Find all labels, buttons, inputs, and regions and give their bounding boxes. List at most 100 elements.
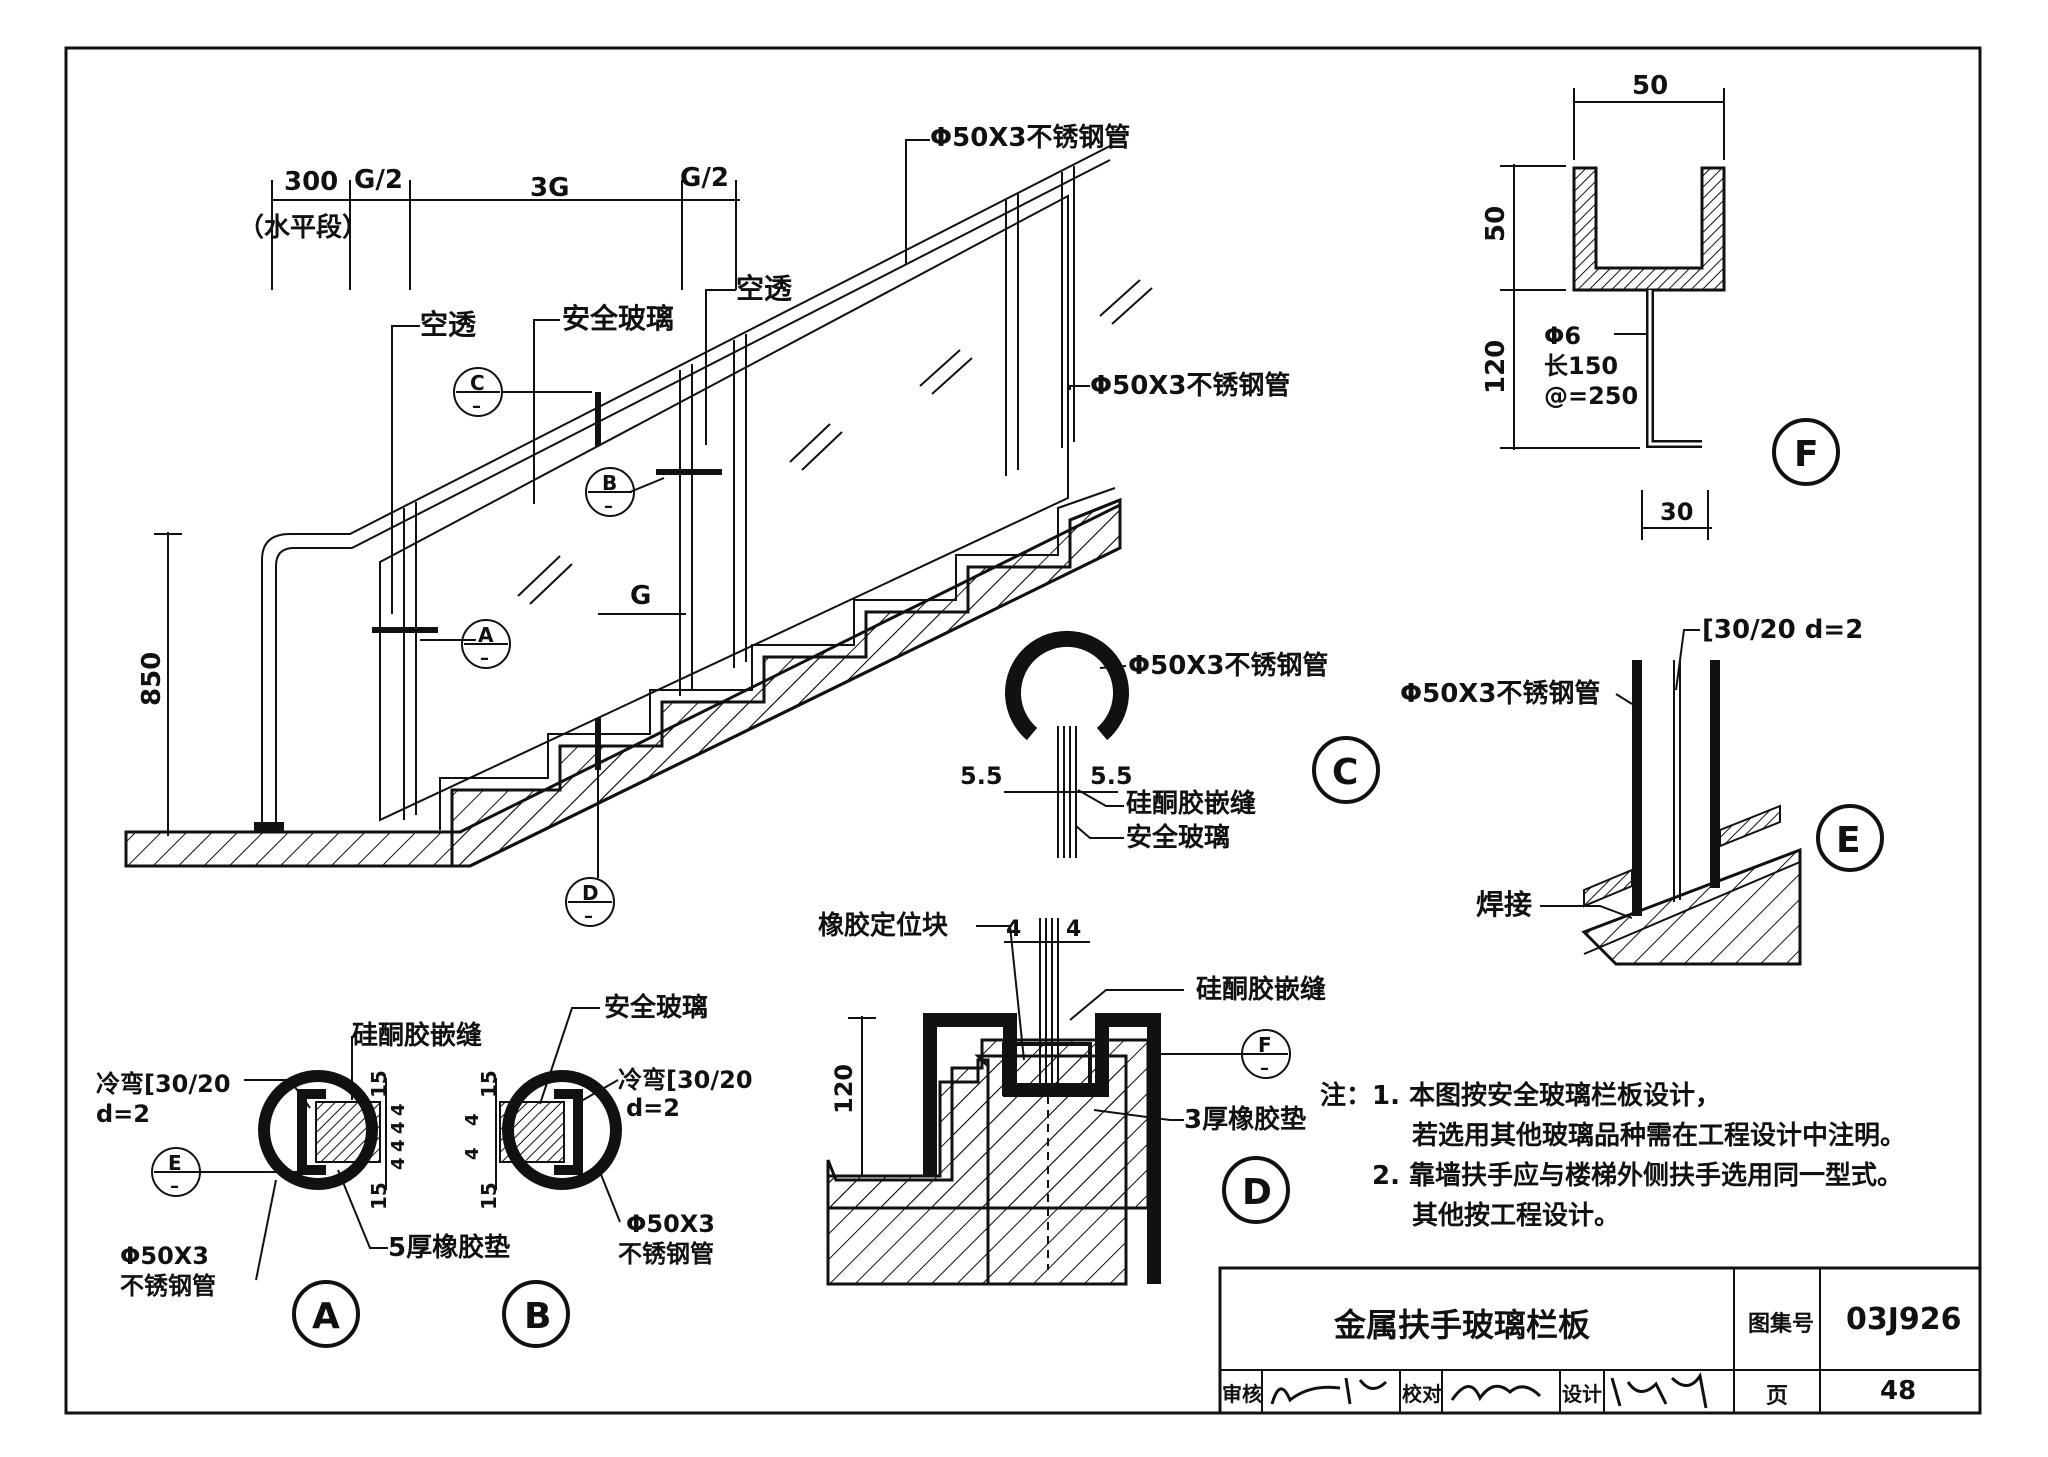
detail-a-leader-chan xyxy=(244,1079,311,1109)
detail-d-leader-block xyxy=(976,925,1025,1061)
detail-b-label-circle xyxy=(502,1280,570,1348)
glass-label: 安全玻璃 xyxy=(562,302,674,335)
glass-panel xyxy=(379,194,1069,822)
detail-b-dim-4a: 4 xyxy=(462,1113,483,1126)
detail-b-pipe-1: Φ50X3 xyxy=(626,1210,715,1238)
post-base xyxy=(254,822,284,832)
detail-e-weld-right xyxy=(1719,804,1781,848)
detail-a-channel-2: d=2 xyxy=(96,1100,150,1128)
detail-b-dim-4b: 4 xyxy=(462,1147,483,1160)
detail-a-tag-e xyxy=(151,1147,201,1197)
detail-c-leader-sil xyxy=(1077,789,1124,807)
detail-b-glass-label: 安全玻璃 xyxy=(604,992,708,1023)
notes-line-1: 1. 本图按安全玻璃栏板设计， xyxy=(1372,1081,1722,1111)
leader-open-left xyxy=(391,325,420,614)
detail-e-leader-weld xyxy=(1540,905,1633,919)
detail-f-anchor xyxy=(1646,290,1702,448)
detail-b-glass xyxy=(499,1101,565,1163)
detail-b-pipe-2: 不锈钢管 xyxy=(618,1240,714,1268)
detail-a-channel-1: 冷弯[30/20 xyxy=(96,1070,231,1098)
detail-c-leader-pipe xyxy=(1099,665,1127,669)
detail-f-anchor-2: 长150 xyxy=(1544,352,1618,380)
open-left-label: 空透 xyxy=(420,308,477,341)
detail-a-dim-4a: 4 xyxy=(388,1103,409,1116)
dim-g2-right-label: G/2 xyxy=(680,163,729,193)
detail-f-dim-50-side: 50 xyxy=(1481,206,1511,242)
detail-a-tag-e-letter: E xyxy=(168,1151,182,1175)
glass-mark-1 xyxy=(517,555,561,597)
detail-e-label-circle xyxy=(1816,804,1884,872)
detail-a-dim-4b: 4 xyxy=(388,1121,409,1134)
notes-line-2: 若选用其他玻璃品种需在工程设计中注明。 xyxy=(1412,1121,1907,1151)
dim-g2-left-label: G/2 xyxy=(354,165,403,195)
detail-d-tag-f-dash: – xyxy=(1260,1058,1269,1079)
main-stair-elevation xyxy=(124,139,1153,927)
detail-d-label-circle xyxy=(1222,1156,1290,1224)
top-handrail xyxy=(261,145,1111,826)
detail-c-leader-glass xyxy=(1075,825,1124,839)
tag-d-dash: – xyxy=(584,906,593,927)
top-handrail-inner xyxy=(275,159,1111,826)
detail-c-dim-left: 5.5 xyxy=(960,762,1003,790)
dim-g-label: G xyxy=(630,581,651,611)
signatures xyxy=(1270,1372,1708,1409)
detail-d-drawing xyxy=(826,918,1291,1286)
detail-d-leader-sil xyxy=(1069,989,1184,1021)
detail-e-stair-edge xyxy=(1583,861,1801,955)
signature-check xyxy=(1450,1384,1542,1402)
leader-pipe-post xyxy=(1069,385,1090,390)
detail-f-label-circle xyxy=(1772,418,1840,486)
detail-b-leader-pipe xyxy=(599,1171,621,1223)
detail-a-dim-15-top: 15 xyxy=(367,1070,391,1098)
notes-prefix: 注： xyxy=(1320,1081,1373,1111)
glass-mark-8 xyxy=(1111,287,1153,325)
detail-b-channel xyxy=(554,1089,583,1175)
tag-c-letter: C xyxy=(470,371,485,395)
detail-a-label: A xyxy=(312,1296,340,1337)
detail-c-label-circle xyxy=(1312,736,1380,804)
detail-f-anchor-3: @=250 xyxy=(1544,382,1638,410)
detail-f-label: F xyxy=(1794,434,1819,475)
detail-a-dim-4d: 4 xyxy=(388,1157,409,1170)
detail-e-channel-label: [30/20 d=2 xyxy=(1702,615,1863,645)
detail-f-drawing xyxy=(1500,88,1840,540)
detail-e-pipe-right xyxy=(1710,660,1720,888)
signature-design xyxy=(1610,1372,1708,1409)
detail-a-dim-15-bottom: 15 xyxy=(367,1182,391,1210)
tag-d-circle xyxy=(565,877,615,927)
sheet-border xyxy=(64,46,1982,1415)
dim-3g-label: 3G xyxy=(530,173,569,203)
detail-d-pad-label: 3厚橡胶垫 xyxy=(1184,1104,1306,1135)
detail-a-leader-pipe xyxy=(255,1179,277,1281)
dim-850-label: 850 xyxy=(137,652,167,706)
detail-a-dim-4c: 4 xyxy=(388,1139,409,1152)
detail-c-pipe-label: Φ50X3不锈钢管 xyxy=(1128,651,1328,681)
tag-c-dash: – xyxy=(472,396,481,417)
notes-line-3: 2. 靠墙扶手应与楼梯外侧扶手选用同一型式。 xyxy=(1372,1161,1904,1191)
detail-b-dim-15-top: 15 xyxy=(477,1070,501,1098)
detail-c-label: C xyxy=(1332,752,1358,793)
detail-e-pipe-label: Φ50X3不锈钢管 xyxy=(1400,679,1600,709)
detail-a-channel xyxy=(297,1089,326,1175)
drawing-title: 金属扶手玻璃栏板 xyxy=(1334,1306,1591,1344)
glass-mark-6 xyxy=(931,357,973,395)
detail-a-drawing xyxy=(151,1036,388,1348)
detail-d-dim-4-right: 4 xyxy=(1066,917,1081,942)
detail-e-pipe-left xyxy=(1632,660,1642,916)
detail-a-pad-label: 5厚橡胶垫 xyxy=(388,1232,510,1263)
stair-concrete xyxy=(450,497,1122,868)
detail-d-leader-pad xyxy=(1093,1109,1184,1121)
tag-a-letter: A xyxy=(478,623,494,647)
detail-b-drawing xyxy=(495,1007,622,1348)
detail-d-tag-f-letter: F xyxy=(1258,1033,1272,1057)
detail-e-drawing xyxy=(1540,629,1884,966)
detail-c-pipe xyxy=(1005,630,1129,741)
atlas-number: 03J926 xyxy=(1846,1302,1962,1337)
detail-f-dim-50-top: 50 xyxy=(1632,71,1668,101)
detail-a-pipe-2: 不锈钢管 xyxy=(120,1272,216,1300)
leader-pipe-top xyxy=(905,139,930,264)
detail-a-label-circle xyxy=(292,1280,360,1348)
detail-d-rubber-block-label: 橡胶定位块 xyxy=(818,910,948,941)
tag-b-dash: – xyxy=(604,496,613,517)
